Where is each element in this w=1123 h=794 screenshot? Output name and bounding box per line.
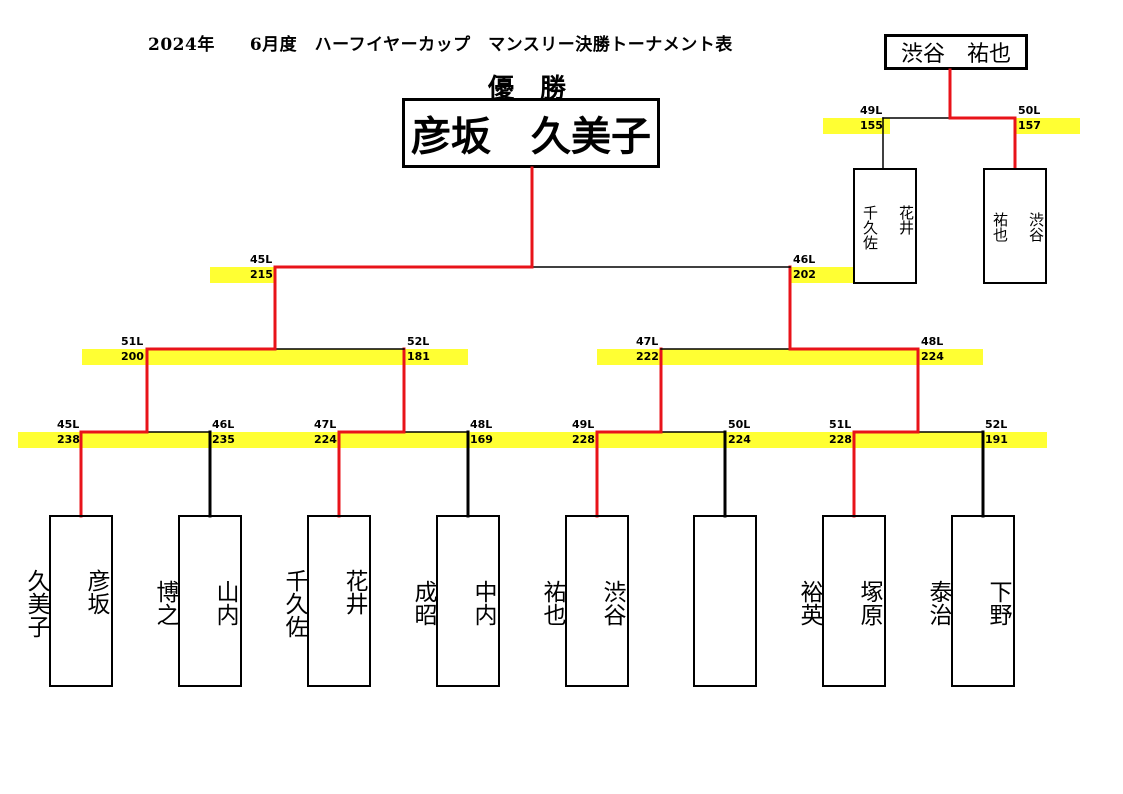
highlight-band-round2-left xyxy=(82,349,468,365)
lane-label: 48L xyxy=(470,418,493,431)
lane-label: 46L xyxy=(793,253,816,266)
lane-label: 46L xyxy=(212,418,235,431)
highlight-band-round3-left xyxy=(210,267,275,283)
lane-label: 45L xyxy=(250,253,273,266)
lane-label: 48L xyxy=(921,335,944,348)
lane-label: 51L xyxy=(829,418,852,431)
lane-label: 49L xyxy=(860,104,883,117)
lane-label: 47L xyxy=(636,335,659,348)
score-value: 169 xyxy=(470,433,493,446)
finalist-box: 渋谷 祐也 xyxy=(884,34,1028,70)
player-box: 彦坂 久美子 xyxy=(23,515,113,687)
score-value: 224 xyxy=(921,350,944,363)
score-value: 228 xyxy=(829,433,852,446)
score-value: 215 xyxy=(250,268,273,281)
score-value: 238 xyxy=(57,433,80,446)
highlight-band-round2-right xyxy=(597,349,983,365)
lane-label: 51L xyxy=(121,335,144,348)
lane-label: 50L xyxy=(728,418,751,431)
player-box: 塚原 裕英 xyxy=(796,515,886,687)
score-value: 235 xyxy=(212,433,235,446)
player-box: 下野 泰治 xyxy=(925,515,1015,687)
lane-label: 45L xyxy=(57,418,80,431)
score-value: 228 xyxy=(572,433,595,446)
highlight-band-round1 xyxy=(18,432,1047,448)
lane-label: 52L xyxy=(407,335,430,348)
score-value: 181 xyxy=(407,350,430,363)
highlight-band-side-right xyxy=(1015,118,1080,134)
score-value: 155 xyxy=(860,119,883,132)
player-box: 渋谷 祐也 xyxy=(539,515,629,687)
score-value: 157 xyxy=(1018,119,1041,132)
score-value: 191 xyxy=(985,433,1008,446)
player-box: 山内 博之 xyxy=(152,515,242,687)
player-box xyxy=(693,515,757,687)
score-value: 222 xyxy=(636,350,659,363)
player-box: 中内 成昭 xyxy=(410,515,500,687)
lane-label: 52L xyxy=(985,418,1008,431)
highlight-band-side-left xyxy=(823,118,890,134)
side-player-box: 花井 千久佐 xyxy=(853,168,917,284)
highlight-band-round3-right xyxy=(790,267,853,283)
score-value: 224 xyxy=(314,433,337,446)
page-title: 2024年 6月度 ハーフイヤーカップ マンスリー決勝トーナメント表 xyxy=(148,35,733,55)
lane-label: 49L xyxy=(572,418,595,431)
lane-label: 50L xyxy=(1018,104,1041,117)
score-value: 200 xyxy=(121,350,144,363)
player-box: 花井 千久佐 xyxy=(281,515,371,687)
score-value: 224 xyxy=(728,433,751,446)
score-value: 202 xyxy=(793,268,816,281)
side-player-box: 渋谷 祐也 xyxy=(983,168,1047,284)
lane-label: 47L xyxy=(314,418,337,431)
